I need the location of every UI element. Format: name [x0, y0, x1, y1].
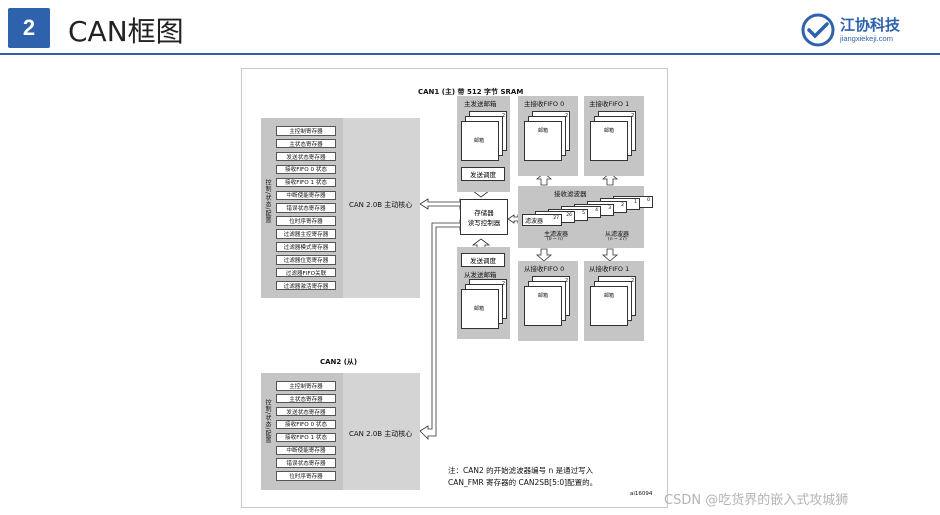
can1-register-10: 过滤器位宽寄存器: [276, 255, 336, 265]
filter-to-master-fifo0-arrow: [535, 172, 553, 186]
note-line-2: CAN_FMR 寄存器的 CAN2SB[5:0]配置的。: [448, 478, 598, 487]
can1-register-12: 过滤器激活寄存器: [276, 280, 336, 291]
can1-register-5: 中断使能寄存器: [276, 190, 336, 200]
filter-to-master-fifo1-arrow: [601, 172, 619, 186]
filter-to-slave-fifo1-arrow: [601, 248, 619, 262]
storage-ctrl-line2: 读写控制器: [467, 219, 501, 227]
can2-title: CAN2 (从): [320, 358, 358, 366]
can2-core-label: CAN 2.0B 主动核心: [349, 430, 413, 438]
can2-register-3: 接收FIFO 0 状态: [276, 419, 336, 430]
mrx1-stack-num: 2: [631, 113, 635, 119]
master-rx-fifo1-label: 主接收FIFO 1: [589, 100, 630, 108]
can1-register-6: 错误状态寄存器: [276, 203, 336, 213]
can1-register-0: 主控制寄存器: [276, 126, 336, 136]
filter-text: 滤波器: [525, 218, 544, 225]
slave-rx-fifo0-label: 从接收FIFO 0: [524, 265, 565, 273]
can1-register-11: 过滤器FIFO关联: [276, 267, 336, 278]
can2-register-2: 发送状态寄存器: [276, 406, 336, 417]
page-title: CAN框图: [68, 15, 184, 48]
filter-number: 27: [553, 216, 559, 221]
main-filter-range: (0 ~ n): [547, 237, 563, 242]
can1-register-1: 主状态寄存器: [276, 138, 336, 149]
srx1-stack-num: 2: [631, 278, 635, 284]
srx1-mailbox-text: 邮箱: [604, 293, 615, 299]
srx0-mailbox-text: 邮箱: [538, 293, 549, 299]
master-tx-stack-front: [461, 121, 499, 161]
master-tx-mailbox-text: 邮箱: [474, 138, 485, 144]
can1-register-8: 过滤器主控寄存器: [276, 229, 336, 239]
filter-number: 2: [621, 203, 624, 208]
filter-number: 26: [566, 213, 572, 219]
can2-register-6: 错误状态寄存器: [276, 458, 336, 468]
mrx1-mailbox-text: 邮箱: [604, 128, 615, 134]
watermark: CSDN @吃货界的嵌入式攻城狮: [664, 493, 849, 508]
main-filter-label: 主滤波器: [544, 231, 569, 238]
filter-number: 5: [582, 210, 585, 216]
mrx1-stack-front: [590, 121, 628, 161]
can2-core-block: [343, 373, 420, 490]
logo-icon: [801, 13, 835, 47]
mrx0-mailbox-text: 邮箱: [538, 128, 549, 134]
tx-schedule-top: 发送调度: [461, 167, 505, 181]
can1-side-label: 控制/状态/配置: [264, 179, 271, 224]
srx0-stack-num: 2: [565, 278, 569, 284]
note-line-1: 注：CAN2 的开始滤波器编号 n 是通过写入: [448, 466, 594, 475]
mrx0-stack-front: [524, 121, 562, 161]
filter-card-27: 27: [522, 214, 562, 226]
can-block-diagram: CAN1 (主) 带 512 字节 SRAM 控制/状态/配置 主控制寄存器主状…: [241, 68, 668, 508]
master-tx-stack-num: 2: [502, 113, 506, 119]
filter-to-slave-fifo0-arrow: [535, 248, 553, 262]
slave-tx-mailbox-label: 从发送邮箱: [464, 271, 497, 279]
can1-register-4: 接收FIFO 1 状态: [276, 177, 336, 188]
can2-side-label: 控制/状态/配置: [264, 399, 271, 444]
figure-id: ai16094: [630, 491, 653, 497]
header: 2 CAN框图 江协科技 jiangxiekeji.com: [0, 0, 940, 56]
srx1-stack-front: [590, 286, 628, 326]
slave-tx-stack-front: [461, 289, 499, 329]
slave-rx-fifo1-label: 从接收FIFO 1: [589, 265, 630, 273]
can2-register-7: 位时序寄存器: [276, 471, 336, 481]
logo-url: jiangxiekeji.com: [840, 34, 893, 43]
slave-tx-stack-num: 2: [502, 281, 506, 287]
can1-title: CAN1 (主) 带 512 字节 SRAM: [418, 88, 524, 96]
storage-ctrl-line1: 存储器: [474, 209, 494, 217]
filter-number: 1: [634, 200, 637, 206]
logo-name: 江协科技: [840, 16, 901, 34]
master-tx-mailbox-label: 主发送邮箱: [464, 100, 497, 108]
can1-register-3: 接收FIFO 0 状态: [276, 164, 336, 175]
filter-number: 3: [608, 205, 611, 211]
can1-register-7: 位时序寄存器: [276, 216, 336, 226]
can2-register-0: 主控制寄存器: [276, 381, 336, 391]
can1-register-2: 发送状态寄存器: [276, 151, 336, 162]
slave-filter-label: 从滤波器: [605, 231, 630, 238]
can1-register-9: 过滤器模式寄存器: [276, 242, 336, 252]
slave-tx-mailbox-text: 邮箱: [474, 306, 485, 312]
filter-number: 4: [595, 208, 598, 214]
section-number-badge: 2: [8, 8, 50, 48]
can2-register-1: 主状态寄存器: [276, 393, 336, 404]
can1-core-block: [343, 118, 420, 298]
tx-schedule-bottom: 发送调度: [461, 253, 505, 267]
header-rule: [0, 53, 940, 55]
can2-register-5: 中断使能寄存器: [276, 445, 336, 455]
master-rx-fifo0-label: 主接收FIFO 0: [524, 100, 565, 108]
can2-register-panel: [261, 373, 343, 490]
mrx0-stack-num: 2: [565, 113, 569, 119]
can1-core-label: CAN 2.0B 主动核心: [349, 201, 413, 209]
logo: 江协科技 jiangxiekeji.com: [800, 12, 920, 48]
can2-register-4: 接收FIFO 1 状态: [276, 432, 336, 443]
storage-rw-controller: 存储器 读写控制器: [460, 199, 508, 235]
rx-filter-label: 接收滤波器: [554, 190, 587, 198]
slave-filter-range: (n ~ 27): [608, 237, 627, 242]
srx0-stack-front: [524, 286, 562, 326]
filter-number: 0: [647, 197, 650, 203]
